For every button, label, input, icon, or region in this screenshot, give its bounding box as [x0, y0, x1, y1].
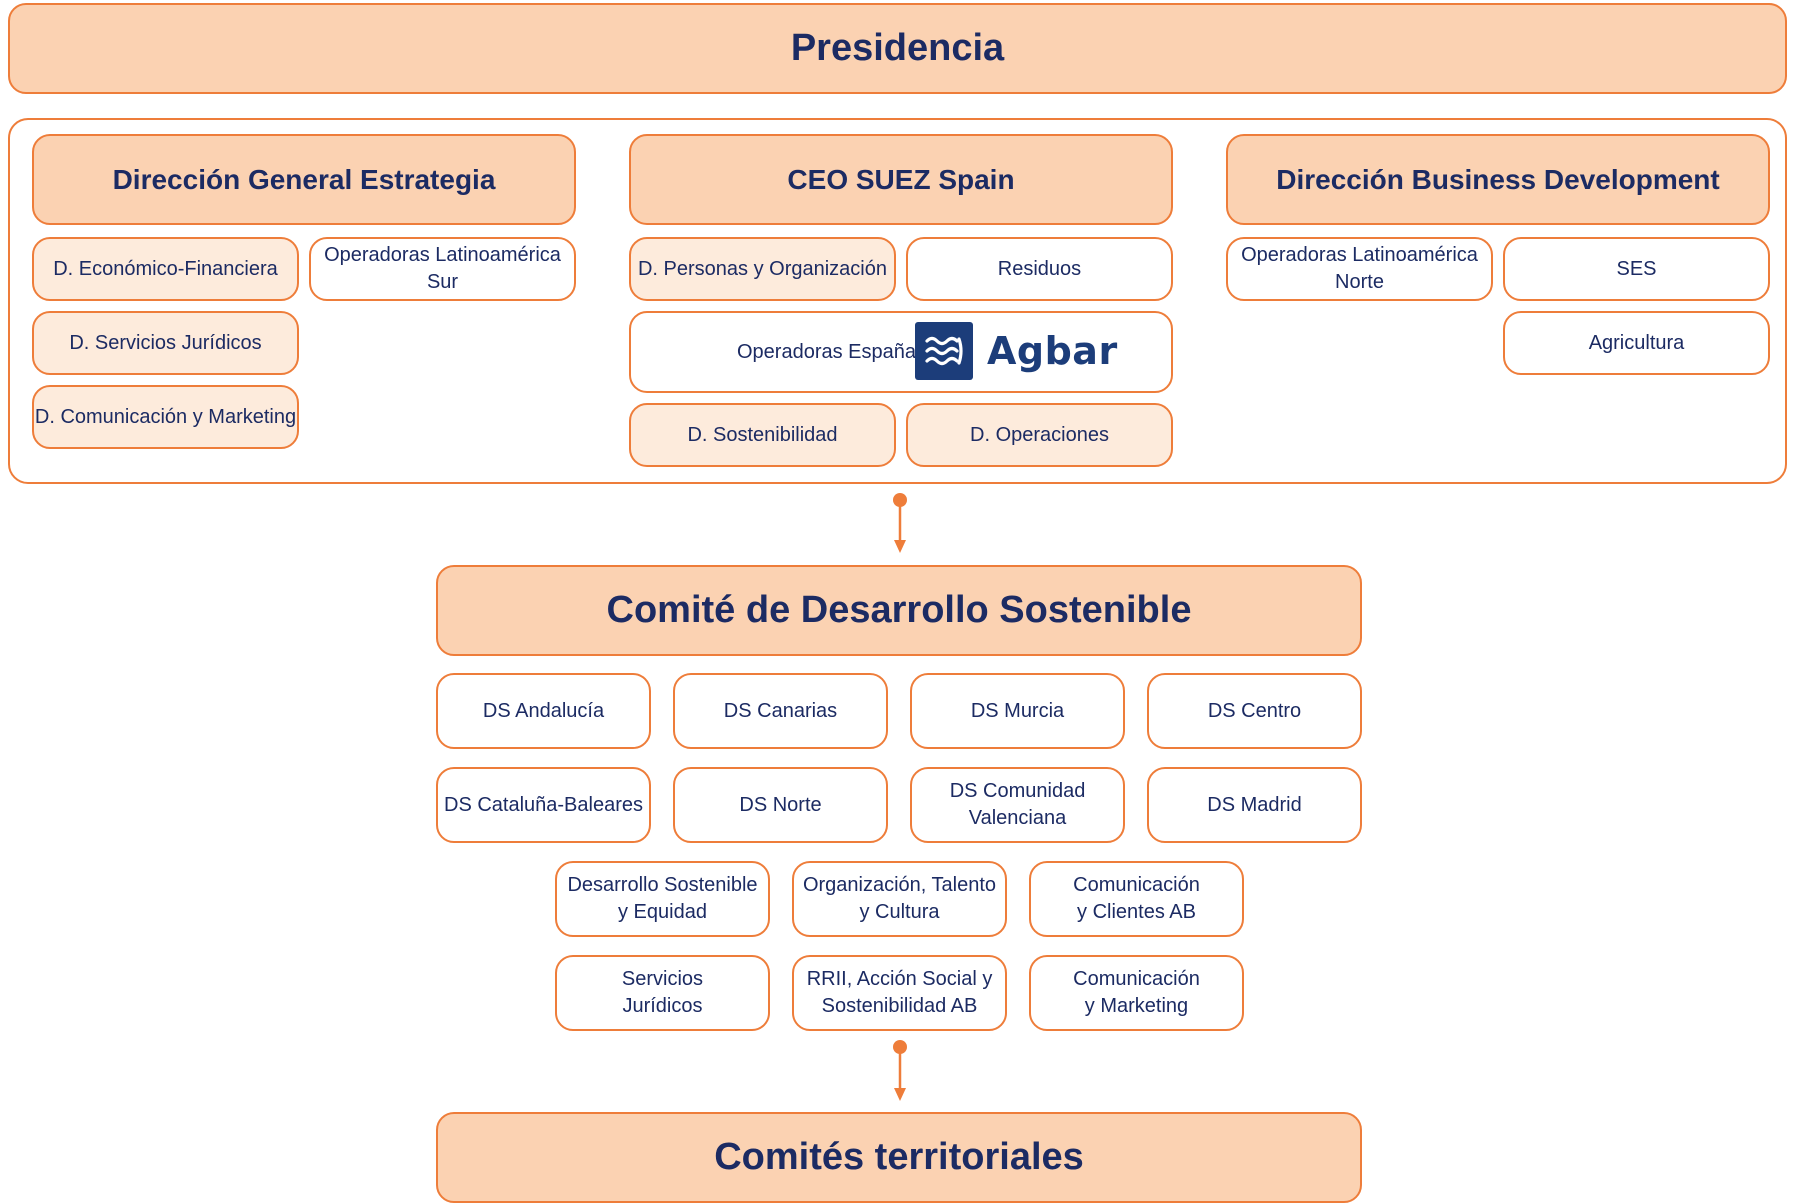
region-centro: DS Centro — [1147, 673, 1362, 749]
ceo-item-operadoras-espana: Operadoras España — [629, 311, 1173, 393]
strategy-item-economico: D. Económico-Financiera — [32, 237, 299, 301]
ceo-header: CEO SUEZ Spain — [629, 134, 1173, 225]
connector-bottom — [893, 1040, 907, 1101]
executive-frame — [8, 118, 1787, 484]
region-norte: DS Norte — [673, 767, 888, 843]
business-header: Dirección Business Development — [1226, 134, 1770, 225]
area-comunicacion-clientes: Comunicación y Clientes AB — [1029, 861, 1244, 937]
agbar-wave-icon — [915, 322, 973, 380]
region-cataluna-baleares: DS Cataluña-Baleares — [436, 767, 651, 843]
strategy-item-comunicacion: D. Comunicación y Marketing — [32, 385, 299, 449]
ceo-item-operaciones: D. Operaciones — [906, 403, 1173, 467]
territorial-committees-box: Comités territoriales — [436, 1112, 1362, 1203]
region-murcia: DS Murcia — [910, 673, 1125, 749]
region-andalucia: DS Andalucía — [436, 673, 651, 749]
committee-header: Comité de Desarrollo Sostenible — [436, 565, 1362, 656]
presidencia-box: Presidencia — [8, 3, 1787, 94]
strategy-item-juridicos: D. Servicios Jurídicos — [32, 311, 299, 375]
strategy-header: Dirección General Estrategia — [32, 134, 576, 225]
area-desarrollo-equidad: Desarrollo Sostenible y Equidad — [555, 861, 770, 937]
region-canarias: DS Canarias — [673, 673, 888, 749]
region-comunidad-valenciana: DS Comunidad Valenciana — [910, 767, 1125, 843]
ceo-item-personas: D. Personas y Organización — [629, 237, 896, 301]
agbar-logo-text: Agbar — [987, 329, 1118, 373]
connector-top — [893, 493, 907, 553]
business-item-agricultura: Agricultura — [1503, 311, 1770, 375]
area-rrii-accion-social: RRII, Acción Social y Sostenibilidad AB — [792, 955, 1007, 1031]
agbar-logo: Agbar — [915, 322, 1118, 380]
region-madrid: DS Madrid — [1147, 767, 1362, 843]
ceo-item-residuos: Residuos — [906, 237, 1173, 301]
area-organizacion-talento: Organización, Talento y Cultura — [792, 861, 1007, 937]
ceo-item-sostenibilidad: D. Sostenibilidad — [629, 403, 896, 467]
strategy-item-latam-sur: Operadoras Latinoamérica Sur — [309, 237, 576, 301]
business-item-latam-norte: Operadoras Latinoamérica Norte — [1226, 237, 1493, 301]
area-comunicacion-marketing: Comunicación y Marketing — [1029, 955, 1244, 1031]
area-servicios-juridicos: Servicios Jurídicos — [555, 955, 770, 1031]
business-item-ses: SES — [1503, 237, 1770, 301]
